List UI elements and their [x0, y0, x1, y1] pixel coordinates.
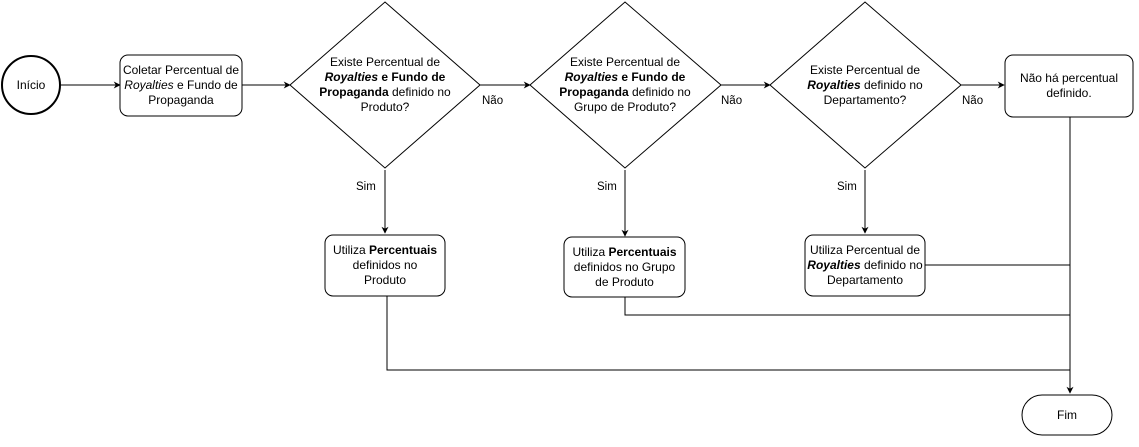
use-product-label: Utiliza Percentuais definidos no Produto [325, 235, 445, 296]
end-node [1021, 394, 1113, 436]
label-segment: definidos no Grupo de Produto [573, 259, 676, 289]
decision-group-label: Existe Percentual de Royalties e Fundo d… [558, 40, 692, 130]
no-percentage-label: Não há percentual definido. [1010, 55, 1128, 117]
use-product-node [324, 234, 446, 297]
label-segment: Utiliza [572, 244, 609, 259]
label-segment: Percentuais [368, 243, 438, 257]
start-label: Início [16, 77, 46, 92]
use-group-label: Utiliza Percentuais definidos no Grupo d… [564, 237, 685, 297]
edge-label-yes-2: Sim [597, 181, 617, 193]
use-dept-label: Utiliza Percentual de Royalties definido… [805, 235, 925, 296]
label-segment: Não há percentual definido. [1019, 71, 1119, 100]
label-segment: Percentuais [608, 244, 677, 259]
decision-product-label: Existe Percentual de Royalties e Fundo d… [318, 40, 452, 130]
edge-label-no-2: Não [721, 95, 742, 107]
collect-label: Coletar Percentual de Royalties e Fundo … [120, 55, 242, 116]
use-dept-node [804, 234, 926, 297]
edge-label-yes-3: Sim [837, 181, 857, 193]
label-segment: definidos no Produto [352, 258, 418, 287]
label-segment: Existe Percentual de [329, 55, 441, 69]
decision-group-node [529, 1, 722, 169]
label-segment: e Fundo de Propaganda [559, 70, 686, 99]
label-segment: definido no Departamento [826, 258, 923, 287]
collect-node [119, 54, 243, 117]
label-segment: Royalties [807, 258, 861, 272]
label-segment: Existe Percentual de [569, 55, 681, 69]
edge-label-yes-1: Sim [356, 181, 376, 193]
label-segment: Royalties [807, 77, 861, 92]
label-segment: definido no Departamento? [823, 77, 923, 107]
label-segment: e Fundo de Propaganda [319, 70, 446, 99]
label-segment: definido no Grupo de Produto? [573, 85, 691, 114]
edge-label-no-1: Não [482, 95, 503, 107]
use-group-node [563, 236, 686, 298]
edge-label-no-3: Não [962, 95, 983, 107]
decision-product-node [289, 1, 481, 169]
label-segment: Royalties [324, 70, 378, 84]
edge-use-group-to-end [624, 297, 1070, 316]
label-segment: Existe Percentual de [809, 62, 921, 77]
label-segment: definido no Produto? [360, 85, 451, 114]
label-segment: Royalties [124, 78, 174, 92]
label-segment: e Fundo de Propaganda [148, 78, 238, 107]
decision-dept-label: Existe Percentual de Royalties definido … [800, 40, 930, 130]
label-segment: Utiliza Percentual de [809, 243, 921, 257]
decision-dept-node [769, 1, 962, 169]
start-node [1, 55, 61, 115]
label-segment: Royalties [564, 70, 618, 84]
label-segment: Utiliza [332, 243, 369, 257]
label-segment: Coletar Percentual de [122, 63, 240, 77]
no-percentage-node [1004, 54, 1134, 118]
edge-use-product-to-end [386, 296, 1070, 371]
end-label: Fim [1057, 407, 1077, 422]
